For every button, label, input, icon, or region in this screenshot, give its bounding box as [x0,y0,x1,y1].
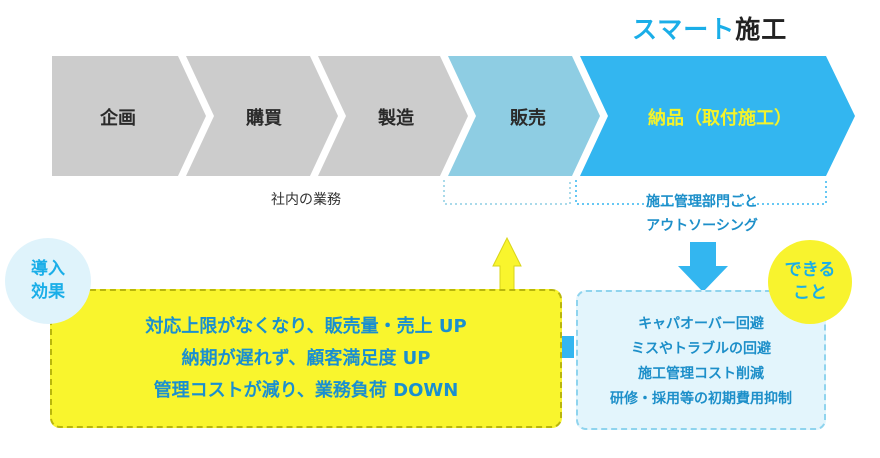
capability-line: ミスやトラブルの回避 [631,341,771,357]
intro-bubble-line1: 導入 [31,259,65,279]
effect-line: 対応上限がなくなり、販売量・売上 UP [145,315,467,337]
intro-bubble-line2: 効果 [31,282,65,302]
step-label-delivery: 納品（取付施工） [648,108,792,129]
step-label-manufacturing: 製造 [378,108,414,129]
step-chevron-purchasing [186,56,338,176]
capability-line: キャパオーバー回避 [638,316,764,332]
delivery-bracket [575,180,827,205]
step-chevron-planning [52,56,206,176]
capabilities-bubble: できる こと [768,240,852,324]
page-title: スマート施工 [632,10,787,46]
can-bubble-line2: こと [793,283,827,303]
effects-box: 対応上限がなくなり、販売量・売上 UP 納期が遅れず、顧客満足度 UP 管理コス… [50,289,562,428]
step-chevron-delivery [580,56,855,176]
step-label-planning: 企画 [100,108,136,129]
outsourcing-caption-line2: アウトソーシング [646,218,758,234]
step-chevron-sales [448,56,600,176]
outsourcing-caption-line1: 施工管理部門ごと [646,194,758,210]
internal-work-caption: 社内の業務 [271,192,341,208]
capability-line: 研修・採用等の初期費用抑制 [610,391,792,407]
capability-line: 施工管理コスト削減 [638,366,764,382]
arrow-down-icon [678,242,728,292]
step-chevron-manufacturing [318,56,468,176]
arrow-up-icon [492,236,522,291]
step-label-purchasing: 購買 [246,108,282,129]
title-part-smart: スマート [632,15,736,44]
effect-line: 納期が遅れず、顧客満足度 UP [181,347,431,369]
sales-bracket [443,180,571,205]
outsourcing-caption: 施工管理部門ごと アウトソーシング [646,190,758,238]
step-label-sales: 販売 [510,108,546,129]
intro-effect-bubble: 導入 効果 [5,238,91,324]
can-bubble-line1: できる [784,260,836,280]
title-part-construction: 施工 [735,15,788,44]
effect-line: 管理コストが減り、業務負荷 DOWN [153,379,459,401]
